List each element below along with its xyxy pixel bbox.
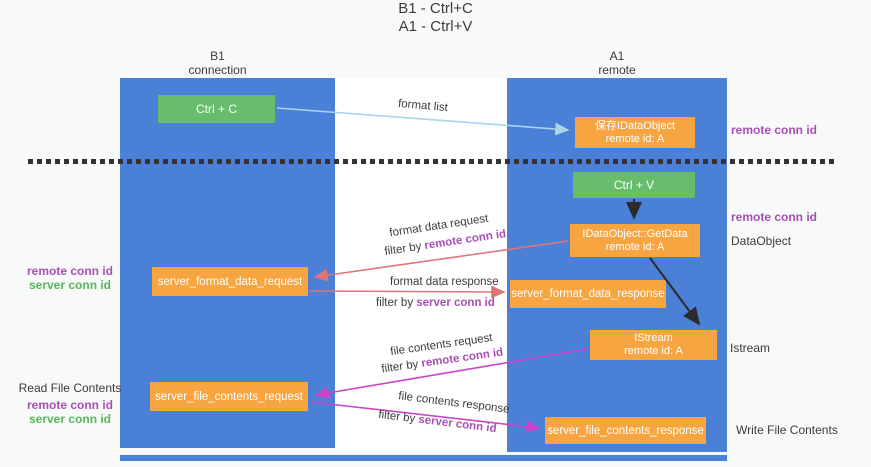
write-file-contents-label: Write File Contents bbox=[736, 423, 838, 437]
dashed-separator bbox=[28, 159, 834, 164]
server-file-contents-request-label: server_file_contents_request bbox=[155, 390, 303, 403]
getdata-line2: remote id: A bbox=[605, 240, 665, 253]
save-idataobject-box: 保存IDataObject remote id: A bbox=[575, 117, 695, 148]
istream-side-label: Istream bbox=[730, 341, 771, 355]
ctrl-c-box: Ctrl + C bbox=[158, 95, 275, 123]
server-file-contents-request-box: server_file_contents_request bbox=[150, 382, 308, 411]
right-remote-conn-id-top: remote conn id bbox=[731, 123, 818, 137]
a1-column-header: A1 remote bbox=[507, 49, 727, 77]
left-conn-id-group-top: remote conn id server conn id bbox=[18, 264, 122, 292]
server-format-data-response-label: server_format_data_response bbox=[511, 288, 665, 300]
istream-box: IStream remote id: A bbox=[590, 330, 717, 360]
getdata-box: IDataObject::GetData remote id: A bbox=[570, 224, 700, 257]
title-line-1: B1 - Ctrl+C bbox=[398, 0, 473, 17]
server-file-contents-response-label: server_file_contents_response bbox=[547, 424, 704, 437]
read-file-contents-label: Read File Contents bbox=[18, 381, 122, 395]
ctrl-v-label: Ctrl + V bbox=[613, 178, 655, 192]
b1-subtitle: connection bbox=[188, 63, 247, 77]
server-format-data-request-label: server_format_data_request bbox=[157, 275, 303, 288]
left-server-conn-id-bottom: server conn id bbox=[28, 412, 112, 426]
bottom-bar bbox=[120, 455, 727, 461]
getdata-line1: IDataObject::GetData bbox=[582, 227, 688, 240]
istream-line2: remote id: A bbox=[624, 345, 683, 357]
server-file-contents-response-box: server_file_contents_response bbox=[545, 417, 706, 444]
left-remote-conn-id-top: remote conn id bbox=[26, 264, 113, 278]
server-conn-id-highlight: server conn id bbox=[416, 297, 495, 309]
save-idataobject-line1: 保存IDataObject bbox=[594, 119, 676, 132]
save-idataobject-line2: remote id: A bbox=[605, 132, 665, 145]
a1-name: A1 bbox=[609, 49, 625, 63]
right-remote-conn-id-mid: remote conn id bbox=[731, 210, 818, 224]
filter-by-text: filter by bbox=[376, 297, 417, 309]
format-data-response-filter-label: filter by server conn id bbox=[376, 297, 495, 309]
ctrl-c-label: Ctrl + C bbox=[195, 102, 237, 116]
left-remote-conn-id-bottom: remote conn id bbox=[26, 398, 113, 412]
format-data-response-label: format data response bbox=[390, 276, 499, 288]
server-format-data-response-box: server_format_data_response bbox=[510, 280, 666, 308]
a1-subtitle: remote bbox=[598, 63, 636, 77]
dataobject-label: DataObject bbox=[731, 234, 792, 248]
left-conn-id-group-bottom: Read File Contents remote conn id server… bbox=[18, 381, 122, 426]
diagram-title: B1 - Ctrl+C A1 - Ctrl+V bbox=[0, 0, 871, 36]
istream-line1: IStream bbox=[634, 332, 673, 344]
b1-name: B1 bbox=[210, 49, 225, 63]
title-line-2: A1 - Ctrl+V bbox=[398, 18, 473, 35]
server-format-data-request-box: server_format_data_request bbox=[152, 267, 308, 296]
left-server-conn-id-top: server conn id bbox=[28, 278, 112, 292]
ctrl-v-box: Ctrl + V bbox=[573, 172, 695, 198]
b1-column-header: B1 connection bbox=[110, 49, 325, 77]
